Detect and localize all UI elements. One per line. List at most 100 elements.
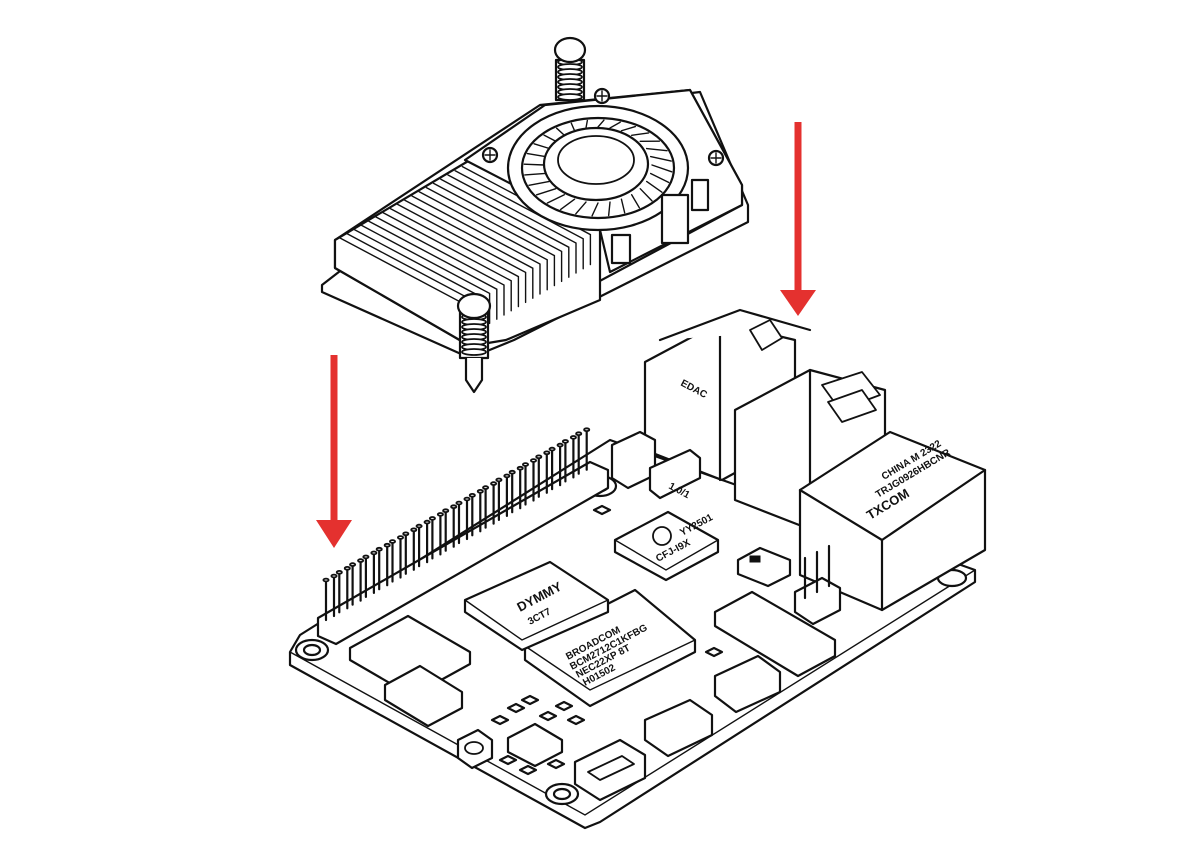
passive-component bbox=[506, 702, 526, 714]
passive-component bbox=[498, 754, 518, 766]
gpio-pin-tip bbox=[402, 531, 410, 537]
fan-blade bbox=[597, 119, 605, 128]
gpio-pin-tip bbox=[436, 512, 444, 517]
passive-component bbox=[520, 694, 540, 706]
gpio-pin-tip bbox=[556, 442, 564, 448]
heatsink-fin bbox=[418, 191, 548, 291]
passive-component bbox=[592, 504, 612, 516]
gpio-pin-tip bbox=[362, 554, 370, 560]
gpio-pin-tip bbox=[428, 516, 436, 521]
gpio-pin-tip bbox=[423, 519, 431, 525]
raspberry-pi-board: EDAC TXCOM TRJG0926HBCNR CHINA M 2322 BR… bbox=[288, 308, 987, 830]
gpio-pin-tip bbox=[455, 500, 463, 506]
fan-blade bbox=[526, 152, 547, 158]
fan-blade bbox=[559, 198, 576, 211]
gpio-pin-tip bbox=[357, 558, 365, 563]
gpio-pin-tip bbox=[468, 492, 476, 498]
push-pin-front bbox=[456, 292, 492, 394]
heatsink-fin bbox=[368, 220, 498, 320]
gpio-pin-tip bbox=[522, 462, 530, 467]
heatsink-fin bbox=[461, 165, 592, 266]
gpio-pin-tip bbox=[396, 535, 404, 540]
passive-components bbox=[490, 504, 724, 776]
fan-blade bbox=[523, 163, 545, 166]
fan-blade bbox=[651, 164, 673, 173]
fpc-connector bbox=[348, 590, 837, 728]
gpio-pin-tip bbox=[322, 577, 330, 583]
usb-c-port bbox=[573, 738, 647, 802]
poe-header bbox=[793, 544, 842, 626]
gpio-pin-tip bbox=[450, 504, 458, 510]
ethernet-port: TXCOM TRJG0926HBCNR CHINA M 2322 bbox=[798, 430, 987, 612]
micro-hdmi-ports bbox=[643, 654, 782, 758]
board-fan-connector: 1.0/1 bbox=[610, 430, 702, 501]
fan-blade bbox=[535, 187, 557, 196]
fan-blade bbox=[607, 201, 611, 217]
fan-blade bbox=[649, 155, 672, 162]
gpio-pin-tip bbox=[442, 508, 450, 514]
power-button bbox=[456, 728, 494, 770]
heatsink-fin bbox=[375, 216, 505, 316]
gpio-pin-tip bbox=[343, 565, 351, 571]
fan-blade bbox=[555, 127, 566, 136]
gpio-pin-tip bbox=[370, 550, 378, 556]
gpio-pin-tip bbox=[495, 477, 503, 483]
fan-blade bbox=[630, 194, 641, 209]
gpio-pin-tip bbox=[548, 446, 556, 452]
heatsink-fin bbox=[447, 174, 577, 274]
passive-component bbox=[704, 646, 724, 658]
fan-blade bbox=[639, 187, 653, 202]
gpio-pin-tip bbox=[330, 573, 338, 579]
heatsink-fin bbox=[382, 212, 512, 312]
heatsink-fin bbox=[404, 199, 534, 299]
gpio-pin-tip bbox=[335, 569, 343, 575]
gpio-pin-tip bbox=[476, 488, 484, 494]
fan-blade bbox=[528, 180, 551, 187]
passive-component bbox=[518, 764, 538, 776]
fan-blade bbox=[645, 180, 663, 193]
heatsink-fin bbox=[360, 224, 491, 325]
gpio-pin-tip bbox=[516, 465, 524, 471]
passive-component bbox=[490, 714, 510, 726]
gpio-pin-tip bbox=[410, 527, 418, 533]
gpio-header bbox=[316, 427, 610, 646]
soc-chip: BROADCOM BCM2712C1KFBG NEC22XP 8T H01502 bbox=[523, 588, 697, 708]
fan-connector bbox=[610, 178, 710, 265]
fan-blade bbox=[533, 143, 551, 150]
fan-blade bbox=[543, 134, 557, 143]
arrow-down-right bbox=[780, 122, 816, 316]
gpio-pin-tip bbox=[535, 454, 543, 460]
fan-blade bbox=[591, 202, 599, 217]
gpio-pin-tip bbox=[375, 546, 383, 552]
gpio-pin-tip bbox=[463, 496, 471, 502]
fan-blade bbox=[630, 132, 650, 136]
passive-component bbox=[566, 714, 586, 726]
gpio-pin-tip bbox=[575, 431, 583, 437]
gpio-pin-tip bbox=[543, 450, 551, 456]
fan-blade bbox=[585, 119, 589, 129]
fan-blade bbox=[575, 201, 587, 215]
gpio-pin-tip bbox=[530, 458, 538, 463]
heatsink-fin bbox=[396, 203, 527, 304]
fan-blade bbox=[645, 147, 668, 152]
heatsink-fin bbox=[454, 170, 584, 270]
cooler-screw bbox=[481, 87, 725, 167]
fan-blade bbox=[649, 172, 670, 184]
gpio-pin-tip bbox=[482, 485, 490, 490]
small-ic bbox=[736, 546, 792, 588]
heatsink-fin bbox=[389, 207, 520, 308]
cooler-fan bbox=[463, 88, 744, 274]
gpio-pin-tip bbox=[490, 481, 498, 486]
gpio-pin-tip bbox=[388, 539, 396, 544]
gpio-pin-tip bbox=[503, 473, 511, 479]
active-cooler bbox=[320, 36, 750, 394]
gpio-pin-tip bbox=[583, 427, 591, 433]
gpio-pin-tip bbox=[349, 562, 357, 567]
passive-component bbox=[554, 700, 574, 712]
heatsink-fin bbox=[432, 182, 563, 283]
push-pin-rear bbox=[553, 36, 587, 102]
fan-blade bbox=[620, 125, 637, 132]
gpio-pin-tip bbox=[569, 435, 577, 440]
fan-blade bbox=[620, 198, 626, 214]
